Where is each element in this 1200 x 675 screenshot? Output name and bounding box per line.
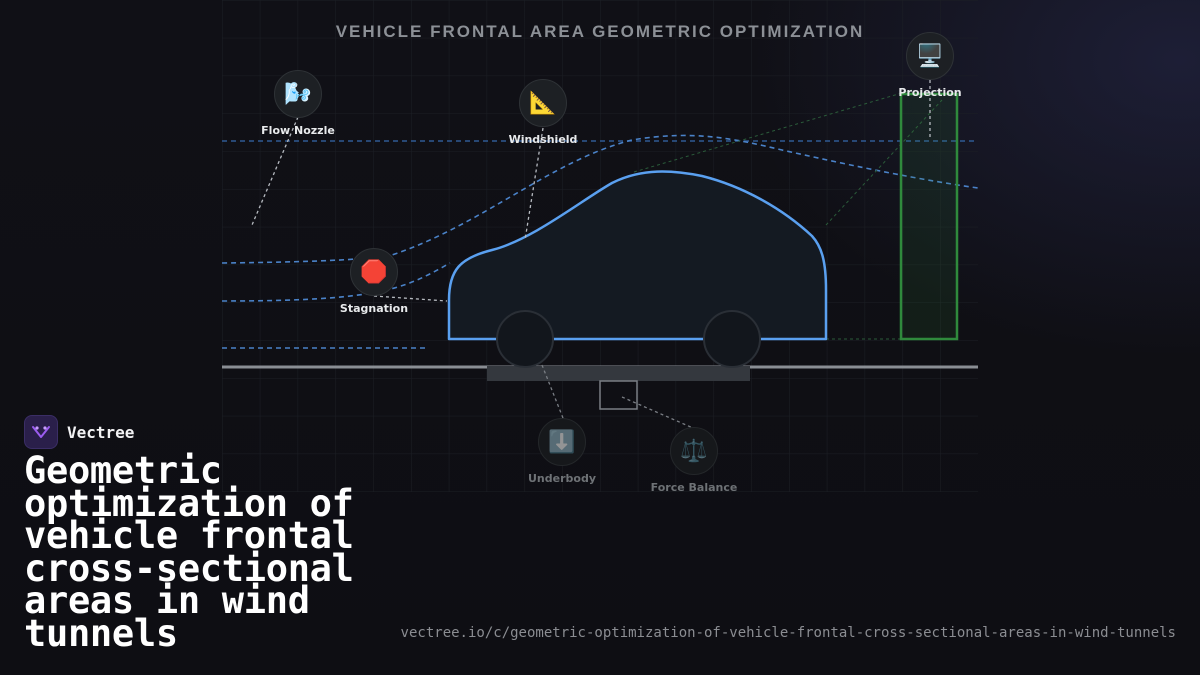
node-flow-nozzle: 🌬️ Flow Nozzle — [238, 70, 358, 137]
node-projection: 🖥️ Projection — [870, 32, 990, 99]
node-connectors — [251, 80, 931, 429]
roof-streamline — [221, 134, 979, 264]
force-sensor-box — [599, 380, 638, 410]
page-url[interactable]: vectree.io/c/geometric-optimization-of-v… — [400, 625, 1176, 641]
projection-guides — [633, 89, 943, 340]
brand[interactable]: Vectree — [24, 415, 134, 449]
projection-area-box — [899, 92, 959, 341]
node-label: Projection — [898, 86, 962, 99]
flow-nozzle-connector — [251, 116, 299, 226]
diagram-canvas — [221, 0, 979, 492]
balance-scale-icon: ⚖️ — [670, 427, 718, 475]
windshield-connector — [524, 127, 544, 241]
node-force-balance: ⚖️ Force Balance — [634, 427, 754, 494]
stagnation-connector — [373, 295, 448, 302]
node-label: Stagnation — [339, 302, 409, 315]
front-wheel — [496, 310, 554, 368]
rear-wheel — [703, 310, 761, 368]
brand-name: Vectree — [67, 422, 135, 442]
node-label: Windshield — [508, 133, 578, 146]
down-arrow-icon: ⬇️ — [538, 418, 586, 466]
node-label: Flow Nozzle — [261, 124, 335, 137]
projection-guide-side — [825, 99, 943, 226]
desktop-computer-icon: 🖥️ — [906, 32, 954, 80]
stop-sign-icon: 🛑 — [350, 248, 398, 296]
node-label: Force Balance — [650, 481, 738, 494]
car-body — [447, 170, 828, 341]
wind-icon: 🌬️ — [274, 70, 322, 118]
vectree-logo-icon — [24, 415, 58, 449]
triangle-ruler-icon: 📐 — [519, 79, 567, 127]
node-windshield: 📐 Windshield — [483, 79, 603, 146]
projection-guide-top — [633, 89, 913, 173]
page-headline: Geometric optimization of vehicle fronta… — [24, 449, 354, 655]
node-label: Underbody — [528, 472, 596, 485]
logo-mark — [32, 426, 50, 438]
node-underbody: ⬇️ Underbody — [502, 418, 622, 485]
force-balance-connector — [621, 396, 694, 429]
balance-platform — [487, 366, 750, 381]
wind-tunnel-diagram: VEHICLE FRONTAL AREA GEOMETRIC OPTIMIZAT… — [221, 0, 979, 500]
diagram-title: VEHICLE FRONTAL AREA GEOMETRIC OPTIMIZAT… — [335, 22, 865, 41]
node-stagnation: 🛑 Stagnation — [314, 248, 434, 315]
